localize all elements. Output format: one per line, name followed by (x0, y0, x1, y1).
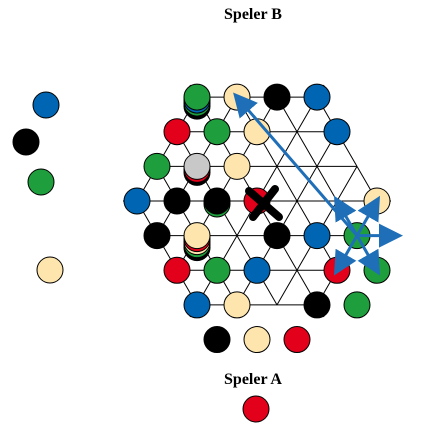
move-indicator (233, 92, 403, 276)
board-piece (143, 152, 171, 180)
piece-disc (303, 291, 331, 319)
board-pieces (123, 83, 391, 354)
move-arrow (333, 195, 359, 237)
grid-line (276, 270, 298, 306)
board-piece (303, 222, 331, 250)
piece-disc (143, 152, 171, 180)
player-b-label: Speler B (224, 6, 282, 23)
stack-layer (183, 152, 211, 180)
reserve-piece (27, 168, 55, 196)
board-piece (203, 326, 231, 354)
board-piece (163, 256, 191, 284)
piece-disc (263, 83, 291, 111)
board-piece (243, 256, 271, 284)
piece-disc (323, 118, 351, 146)
piece-disc (163, 256, 191, 284)
board-piece (123, 187, 151, 215)
board-piece (263, 222, 291, 250)
piece-disc (243, 256, 271, 284)
grid-line (336, 166, 358, 202)
piece-disc (163, 118, 191, 146)
blocked-cross (249, 185, 279, 221)
grid-line (316, 166, 338, 202)
board-piece (203, 118, 231, 146)
current-piece-area (242, 395, 270, 423)
grid-line (276, 131, 298, 167)
board-piece (203, 256, 231, 284)
board-piece (183, 152, 211, 186)
piece-disc (163, 187, 191, 215)
move-arrow (355, 234, 381, 276)
board-piece (183, 291, 211, 319)
board-piece (203, 187, 231, 218)
board-piece (303, 83, 331, 111)
grid-line (296, 166, 318, 202)
board-piece (163, 187, 191, 215)
stack-layer (183, 222, 211, 250)
piece-disc (203, 326, 231, 354)
reserve-pieces (12, 91, 64, 284)
piece-disc (303, 222, 331, 250)
board-piece (303, 291, 331, 319)
board-piece (183, 83, 211, 120)
piece-disc (263, 222, 291, 250)
board-piece (163, 118, 191, 146)
board-piece (143, 222, 171, 250)
board-piece (263, 83, 291, 111)
piece-disc (343, 291, 371, 319)
reserve-piece (32, 91, 60, 119)
grid-line (276, 166, 298, 202)
grid-line (296, 131, 318, 167)
player-a-label: Speler A (224, 371, 282, 388)
board-piece (223, 152, 251, 180)
piece-disc (303, 83, 331, 111)
piece-disc (203, 256, 231, 284)
piece-disc (183, 291, 211, 319)
reserve-piece (12, 128, 40, 156)
piece-disc (203, 118, 231, 146)
piece-disc (223, 152, 251, 180)
move-arrow (355, 195, 381, 237)
board-piece (223, 291, 251, 319)
piece-disc (283, 326, 311, 354)
stack-layer (183, 83, 211, 111)
move-arrow (333, 234, 359, 276)
piece-disc (223, 291, 251, 319)
piece-disc (243, 326, 271, 354)
piece-disc (143, 222, 171, 250)
board-piece (323, 118, 351, 146)
board-piece (183, 222, 211, 262)
reserve-piece (36, 256, 64, 284)
piece-disc (123, 187, 151, 215)
current-piece (242, 395, 270, 423)
board-piece (243, 326, 271, 354)
board-piece (283, 326, 311, 354)
stack-layer (203, 187, 231, 215)
board-piece (343, 291, 371, 319)
